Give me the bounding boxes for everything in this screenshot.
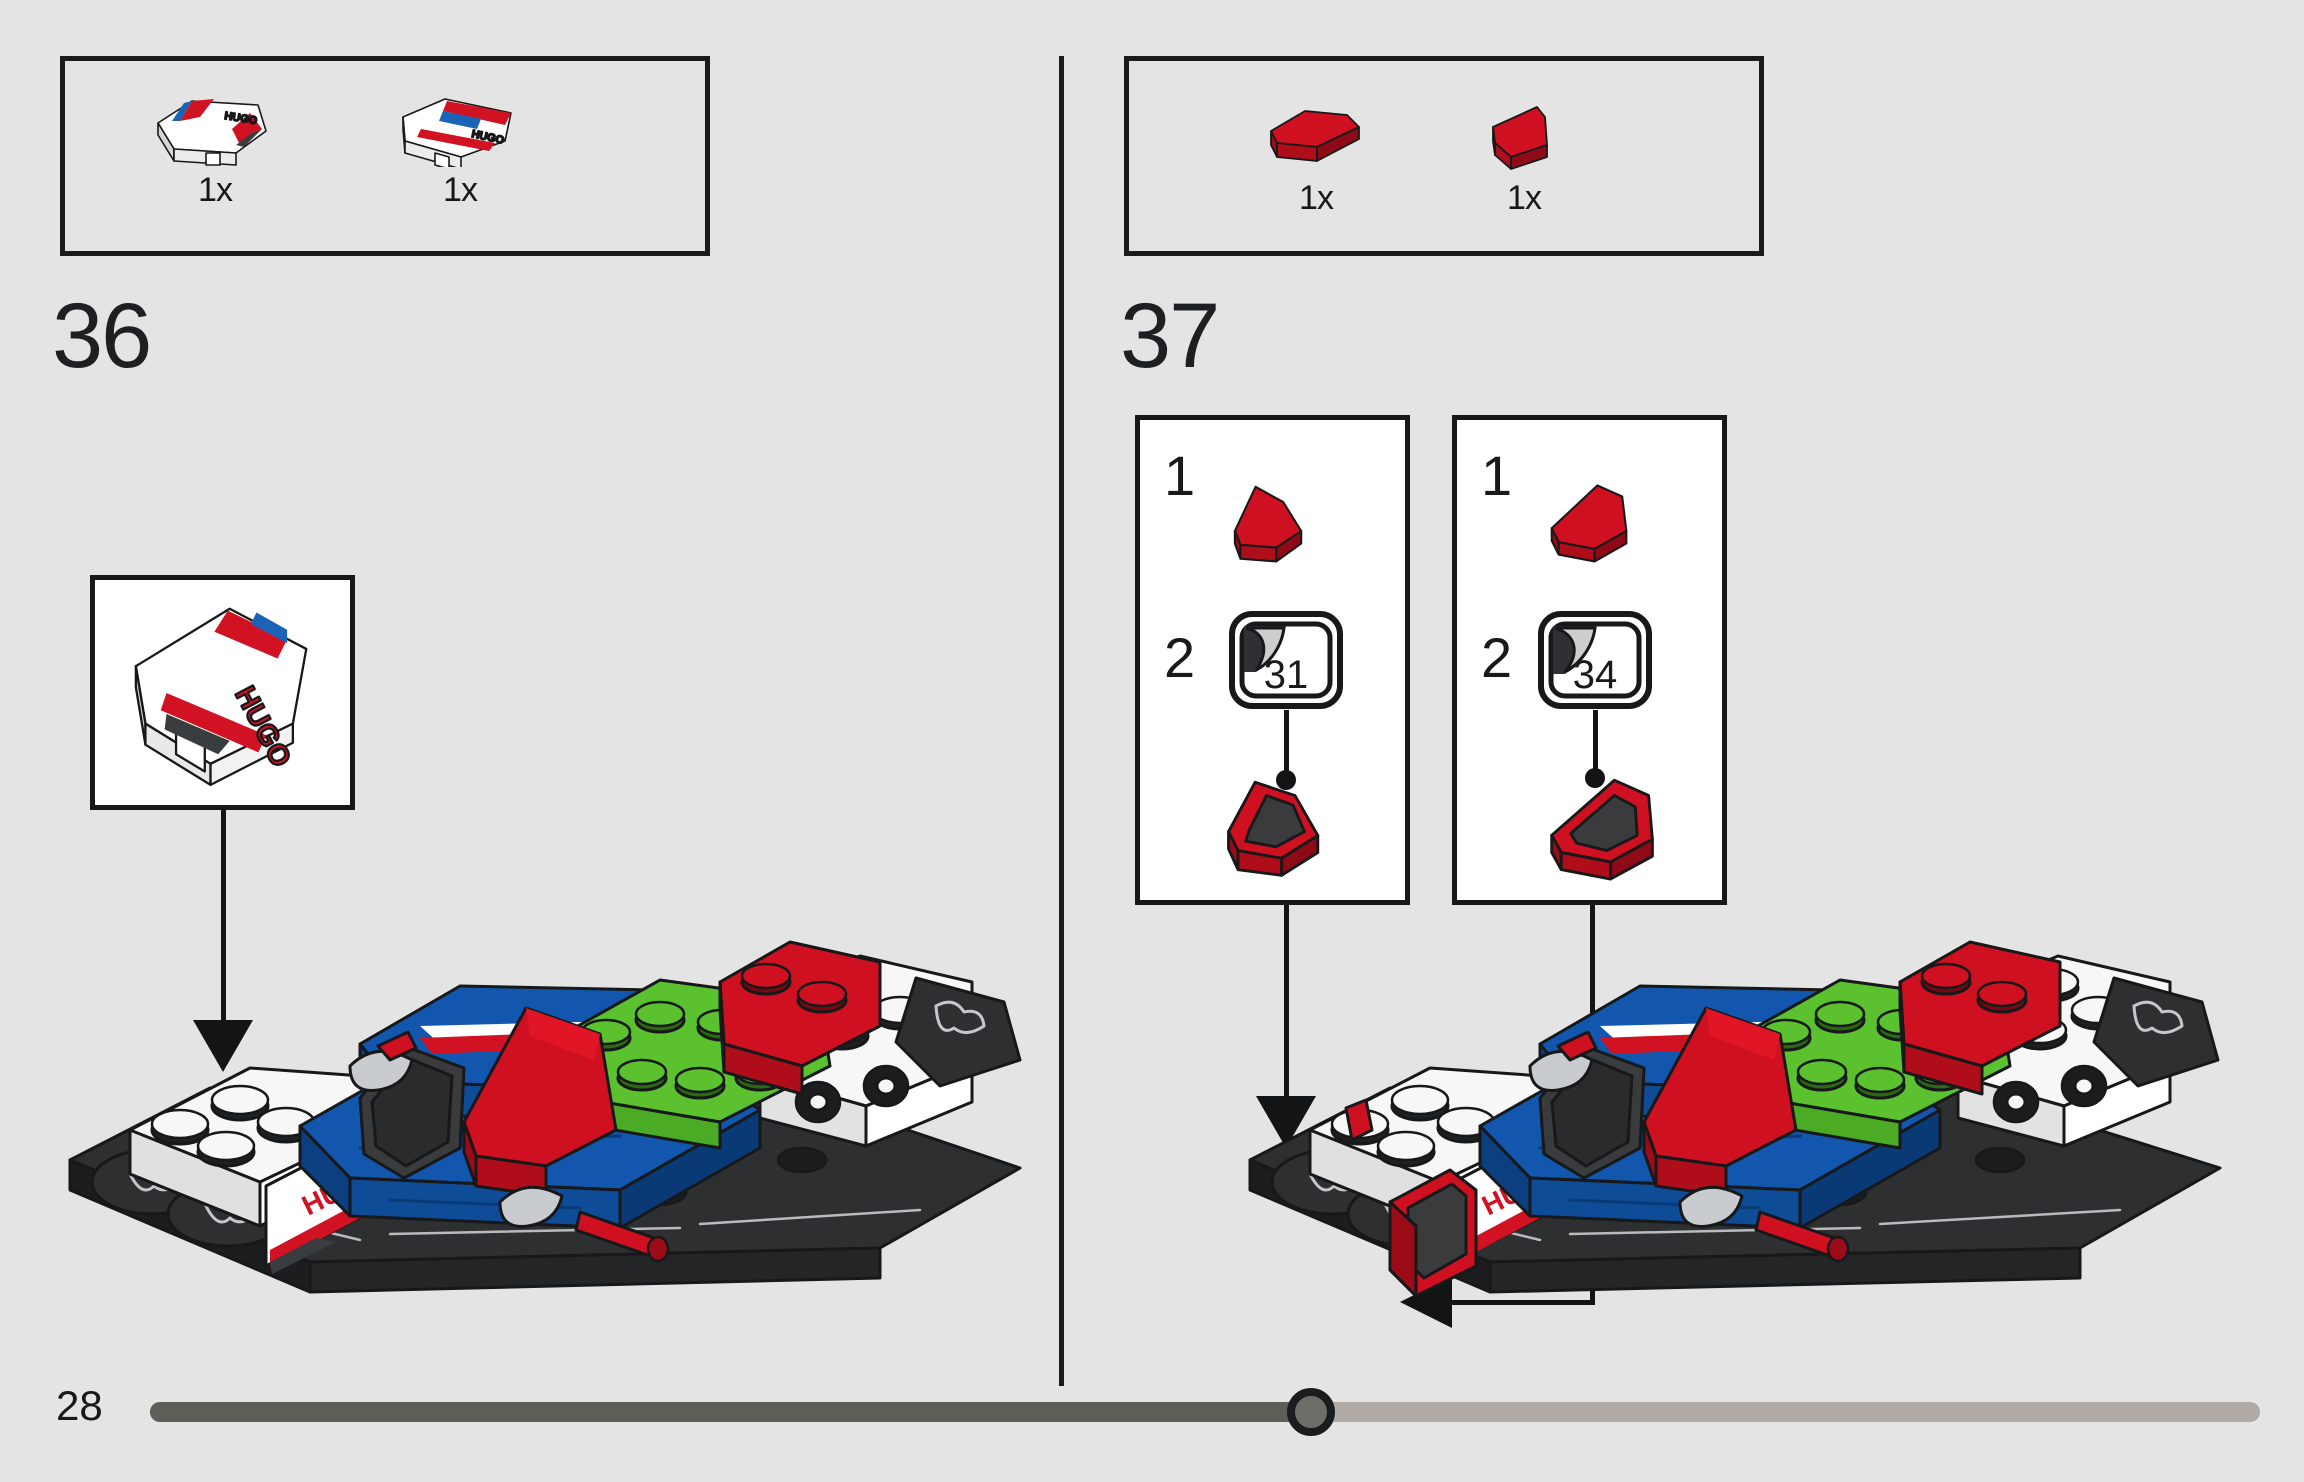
part-count-label: 1x <box>1299 179 1334 217</box>
substep-part-with-sticker <box>1227 780 1320 877</box>
progress-bar-knob[interactable] <box>1286 1388 1335 1436</box>
sticker-leader-dot <box>1585 768 1605 788</box>
part-count-label: 1x <box>1507 179 1542 217</box>
svg-text:HUGO: HUGO <box>224 110 259 127</box>
substep-label-1: 1 <box>1481 444 1513 507</box>
substep-1-leader-line <box>1284 905 1289 1100</box>
part-slot-hugo-slope-b: HUGO 1x <box>385 83 535 210</box>
substep-label-2: 2 <box>1481 626 1513 689</box>
curved-slope-hugo-left-icon: HUGO <box>140 83 290 167</box>
part-count-label: 1x <box>198 171 233 209</box>
parts-bin-step-37: 1x 1x <box>1124 56 1764 256</box>
sticker-leader-line <box>1593 710 1598 776</box>
progress-bar-track[interactable] <box>150 1388 2260 1436</box>
part-slot-red-wedge-a: 1x <box>1241 91 1391 218</box>
sticker-icon: 34 <box>1535 610 1655 710</box>
assembly-model-step-36: HUGO <box>60 830 1050 1310</box>
substep-panel-sticker-31: 1 2 31 <box>1135 415 1410 905</box>
sticker-number: 31 <box>1263 653 1309 697</box>
step-number: 36 <box>52 285 152 387</box>
page-number: 28 <box>56 1382 103 1429</box>
substep-part-red-wedge-mirrored <box>1550 484 1628 563</box>
callout-arrowhead <box>193 1020 253 1072</box>
callout-leader-line <box>221 810 226 1025</box>
sticker-leader-line <box>1284 710 1289 778</box>
substep-label-1: 1 <box>1164 444 1196 507</box>
part-slot-red-wedge-b: 1x <box>1449 91 1599 218</box>
substep-panel-sticker-34: 1 2 34 <box>1452 415 1727 905</box>
progress-bar-fill <box>150 1402 1311 1422</box>
part-slot-hugo-slope-a: HUGO 1x <box>140 83 290 210</box>
substep-part-with-sticker <box>1550 778 1654 881</box>
substep-label-2: 2 <box>1164 626 1196 689</box>
sticker-number: 34 <box>1572 653 1618 697</box>
wedge-slope-red-left-icon <box>1241 91 1391 175</box>
substep-2-leader-elbow <box>1452 1300 1595 1305</box>
parts-bin-step-36: HUGO 1x HUGO <box>60 56 710 256</box>
part-count-label: 1x <box>443 171 478 209</box>
sticker-leader-dot <box>1276 770 1296 790</box>
assembly-model-step-37: HUGO <box>1240 830 2250 1310</box>
sticker-icon: 31 <box>1226 610 1346 710</box>
column-divider <box>1059 56 1064 1386</box>
curved-slope-hugo-right-icon: HUGO <box>385 83 535 170</box>
step-number: 37 <box>1120 285 1220 387</box>
wedge-slope-red-right-icon <box>1449 91 1599 175</box>
callout-hugo-slope: HUGO <box>90 575 355 810</box>
substep-part-red-wedge <box>1233 485 1303 563</box>
